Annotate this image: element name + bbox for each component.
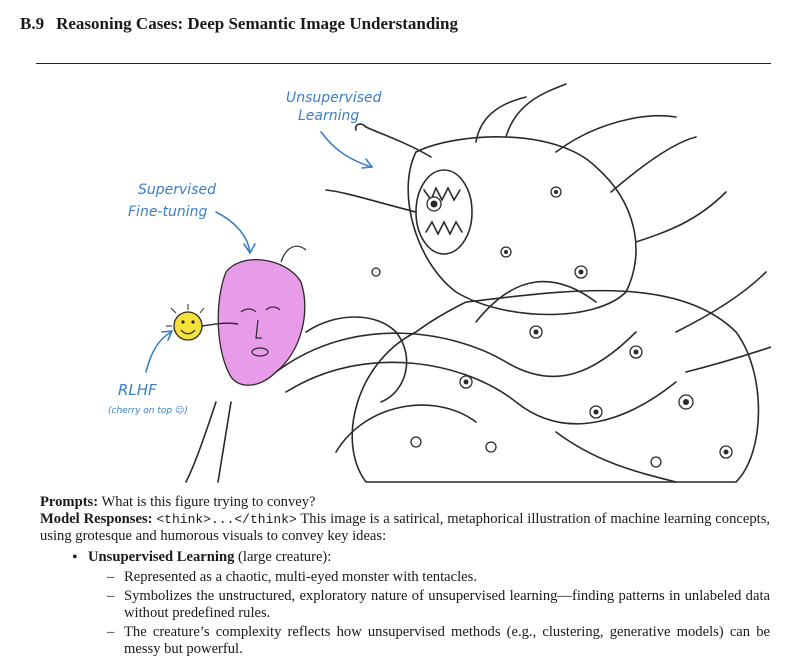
sub-list: Represented as a chaotic, multi-eyed mon… — [88, 569, 770, 658]
label-supervised-2: Fine-tuning — [128, 204, 207, 220]
sub-item: The creature’s complexity reflects how u… — [107, 624, 770, 658]
prompts-text: What is this figure trying to convey? — [101, 494, 316, 510]
think-tag: <think>...</think> — [156, 512, 297, 527]
pink-mask — [217, 259, 306, 386]
label-unsupervised-2: Learning — [298, 108, 359, 124]
responses-paragraph: Model Responses: <think>...</think> This… — [40, 511, 770, 545]
label-rlhf-note: (cherry on top ☺) — [108, 405, 188, 416]
label-supervised-1: Supervised — [138, 182, 216, 198]
annotations: Unsupervised Learning Supervised Fine-tu… — [108, 90, 382, 416]
bullet-unsupervised-title: Unsupervised Learning — [88, 549, 235, 565]
creature-eyes — [371, 186, 733, 468]
body-text: Prompts: What is this figure trying to c… — [40, 494, 770, 660]
prompts-paragraph: Prompts: What is this figure trying to c… — [40, 494, 770, 511]
annotation-arrows — [145, 131, 374, 373]
sub-item: Represented as a chaotic, multi-eyed mon… — [107, 569, 770, 586]
bullet-unsupervised-rest: (large creature): — [238, 549, 332, 565]
bullet-unsupervised: Unsupervised Learning (large creature): … — [72, 549, 770, 658]
creature-body — [185, 83, 771, 483]
creature-pupils — [430, 190, 729, 455]
prompts-label: Prompts: — [40, 494, 99, 510]
figure-shoggoth-illustration: Unsupervised Learning Supervised Fine-tu… — [36, 72, 771, 484]
bullet-list: Unsupervised Learning (large creature): … — [40, 549, 770, 658]
responses-label: Model Responses: — [40, 511, 153, 527]
section-number: B.9 — [20, 14, 45, 33]
responses-text: This image is a satirical, metaphorical … — [40, 511, 771, 544]
top-rule — [36, 63, 771, 64]
section-heading: B.9 Reasoning Cases: Deep Semantic Image … — [20, 14, 458, 34]
label-rlhf: RLHF — [118, 381, 157, 399]
label-unsupervised-1: Unsupervised — [286, 90, 382, 106]
figure-svg: Unsupervised Learning Supervised Fine-tu… — [108, 83, 771, 483]
section-title: Reasoning Cases: Deep Semantic Image Und… — [56, 14, 458, 33]
mask-face — [240, 245, 307, 357]
smiley-face — [166, 304, 239, 341]
sub-item: Symbolizes the unstructured, exploratory… — [107, 588, 770, 622]
